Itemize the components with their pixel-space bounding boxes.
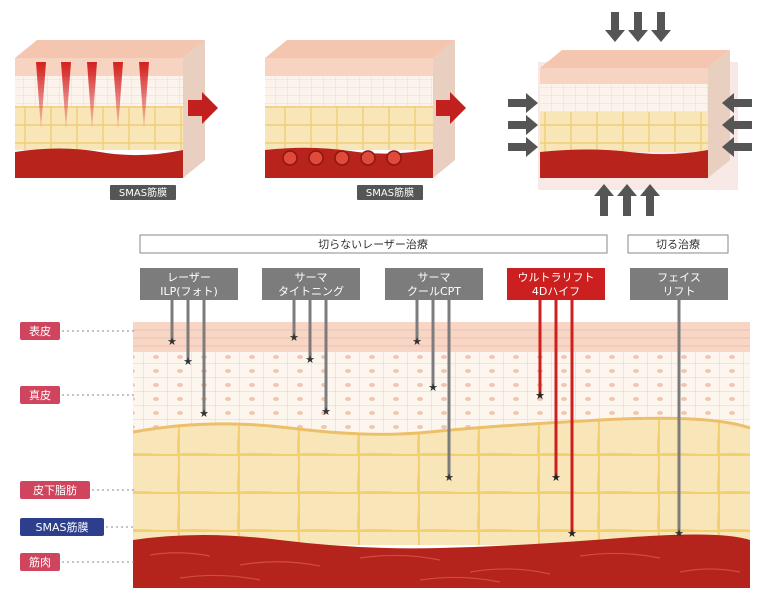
svg-text:★: ★ (167, 335, 177, 348)
smas-tag-2 (357, 185, 423, 200)
svg-text:★: ★ (199, 407, 209, 420)
arrow-right-icon (436, 92, 466, 124)
svg-text:レーザー: レーザー (167, 271, 211, 284)
skin-block-laser-penetration (15, 40, 205, 178)
svg-text:4Dハイフ: 4Dハイフ (532, 285, 580, 298)
svg-text:サーマ: サーマ (418, 271, 451, 284)
star-icon: ★ ★ ★ (167, 335, 209, 420)
smas-tag-2-text: SMAS筋膜 (366, 186, 414, 199)
layer-label-epidermis: 表皮 (20, 322, 136, 340)
compression-arrows (508, 12, 752, 216)
muscle-layer (133, 534, 750, 588)
laser-needles (36, 62, 149, 130)
epidermis-layer (133, 322, 750, 352)
star-icon: ★ (674, 527, 684, 540)
layer-label-dermis: 真皮 (20, 386, 136, 404)
star-icon: ★ ★ ★ (535, 389, 577, 540)
svg-text:フェイス: フェイス (657, 271, 701, 284)
treatment-face-lift: フェイス リフト ★ (630, 268, 728, 540)
cross-section (132, 322, 751, 588)
layer-label-smas: SMAS筋膜 (20, 518, 136, 536)
treatment-thermage-cpt: サーマ クールCPT ★ ★ ★ (385, 268, 483, 484)
svg-text:★: ★ (289, 331, 299, 344)
svg-text:クールCPT: クールCPT (407, 285, 461, 298)
svg-text:★: ★ (183, 355, 193, 368)
svg-text:真皮: 真皮 (29, 388, 51, 402)
svg-text:皮下脂肪: 皮下脂肪 (33, 483, 77, 497)
treatment-tag (385, 268, 483, 300)
svg-text:SMAS筋膜: SMAS筋膜 (36, 520, 89, 534)
svg-text:★: ★ (321, 405, 331, 418)
treatment-laser-ilp: レーザー ILP(フォト) ★ ★ ★ (140, 268, 238, 420)
svg-text:★: ★ (551, 471, 561, 484)
smas-tag-1 (110, 185, 176, 200)
arrow-right-icon (508, 93, 538, 157)
treatment-thermage-tightening: サーマ タイトニング ★ ★ ★ (262, 268, 360, 418)
svg-text:★: ★ (567, 527, 577, 540)
heat-points (282, 150, 402, 166)
category-cutting-box (627, 234, 729, 254)
svg-text:★: ★ (428, 381, 438, 394)
arrow-up-icon (594, 184, 660, 216)
svg-text:ILP(フォト): ILP(フォト) (160, 285, 218, 298)
layer-label-muscle: 筋肉 (20, 553, 136, 571)
skin-block-tightened (538, 50, 738, 190)
arrow-left-icon (722, 93, 752, 157)
svg-text:サーマ: サーマ (295, 271, 328, 284)
svg-text:★: ★ (412, 335, 422, 348)
category-non-cutting-box (139, 234, 608, 254)
svg-text:★: ★ (444, 471, 454, 484)
star-icon: ★ ★ ★ (412, 335, 454, 484)
treatment-tag-highlight (507, 268, 605, 300)
layer-label-subcutaneous-fat: 皮下脂肪 (20, 481, 136, 499)
svg-text:表皮: 表皮 (29, 324, 51, 338)
arrow-down-icon (605, 12, 671, 42)
smas-tag-1-text: SMAS筋膜 (119, 186, 167, 199)
svg-text:筋肉: 筋肉 (29, 555, 51, 569)
svg-text:タイトニング: タイトニング (278, 284, 344, 298)
subcutaneous-fat-layer (133, 418, 750, 545)
svg-text:★: ★ (305, 353, 315, 366)
treatment-tag (630, 268, 728, 300)
svg-text:★: ★ (535, 389, 545, 402)
category-non-cutting: 切らないレーザー治療 (318, 237, 428, 251)
star-icon: ★ ★ ★ (289, 331, 331, 418)
treatment-tag (140, 268, 238, 300)
category-cutting: 切る治療 (656, 237, 700, 251)
svg-text:ウルトラリフト: ウルトラリフト (518, 271, 595, 284)
skin-block-smas-heating (265, 40, 455, 178)
treatment-tag (262, 268, 360, 300)
treatment-ultralift-4d-hifu: ウルトラリフト 4Dハイフ ★ ★ ★ (507, 268, 605, 540)
svg-text:リフト: リフト (663, 285, 696, 298)
arrow-right-icon (188, 92, 218, 124)
